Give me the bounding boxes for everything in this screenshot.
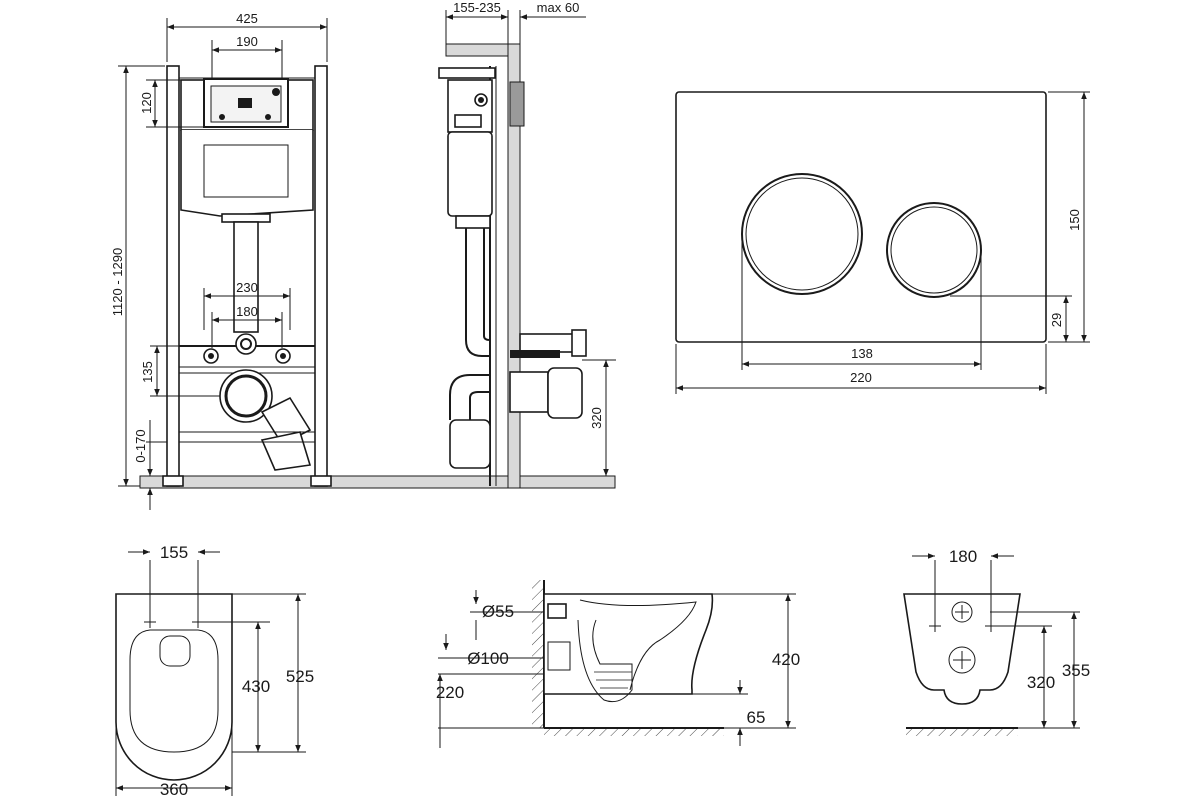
- dim-toilet-bolt-front: 430: [242, 677, 270, 696]
- toilet-trap: [577, 619, 633, 703]
- back-inlet: [951, 601, 973, 623]
- dim-button-plate: 190: [236, 34, 258, 49]
- water-inlet: [547, 603, 567, 619]
- dim-floor-adjust: 0-170: [133, 429, 148, 462]
- dim-outlet-height: 220: [436, 683, 464, 702]
- drain-connector: [547, 367, 583, 419]
- dim-drain-level: 320: [589, 407, 604, 429]
- toilet-top-view: 155 430 525 360: [115, 543, 314, 799]
- toilet-side-body: [543, 593, 714, 695]
- toilet-bowl-outline: [115, 593, 233, 781]
- drain-bend: [449, 419, 491, 469]
- dim-drain-height: 135: [140, 361, 155, 383]
- dim-max-wall: max 60: [537, 0, 580, 15]
- flush-plate: [675, 91, 1047, 343]
- wall-hatch: [532, 580, 544, 728]
- dim-button-offset: 29: [1049, 313, 1064, 327]
- frame-front-view: 425 190 1120 - 1290 120 230 180 135 0-17…: [110, 11, 616, 510]
- dim-back-total-height: 355: [1062, 661, 1090, 680]
- frame-side-view: 155-235 max 60 320: [438, 0, 616, 489]
- dim-outlet-diameter: Ø100: [467, 649, 509, 668]
- dim-toilet-bottom: 65: [747, 708, 766, 727]
- dim-toilet-height: 420: [772, 650, 800, 669]
- toilet-side-view: Ø55 Ø100 220 420 65: [436, 580, 800, 748]
- toilet-bowl-inner: [129, 629, 219, 753]
- dim-toilet-length: 525: [286, 667, 314, 686]
- dim-back-bolt-height: 320: [1027, 673, 1055, 692]
- flush-outlet: [235, 333, 257, 355]
- cistern-body: [180, 130, 314, 217]
- dim-plate-height: 150: [1067, 209, 1082, 231]
- dim-pipe-outer: 230: [236, 280, 258, 295]
- dim-toilet-width: 360: [160, 780, 188, 799]
- flush-button-large: [741, 173, 863, 295]
- back-outlet: [948, 646, 976, 674]
- dim-toilet-bolt-spacing: 155: [160, 543, 188, 562]
- cistern-side: [447, 131, 493, 217]
- dim-pipe-inner: 180: [236, 304, 258, 319]
- dim-top-panel: 120: [139, 92, 154, 114]
- dim-frame-height: 1120 - 1290: [110, 248, 125, 316]
- flush-pipe: [233, 221, 259, 333]
- floor-slab: [139, 475, 616, 489]
- dim-frame-depth: 155-235: [453, 0, 501, 15]
- dim-inlet-diameter: Ø55: [482, 602, 514, 621]
- waste-outlet: [547, 641, 571, 671]
- dim-back-bolt-spacing: 180: [949, 547, 977, 566]
- flush-plate-view: 150 29 138 220: [675, 91, 1090, 394]
- dim-frame-width: 425: [236, 11, 258, 26]
- dim-buttons-span: 138: [851, 346, 873, 361]
- flush-button-small: [886, 202, 982, 298]
- frame-right-post: [314, 65, 328, 487]
- dim-plate-width: 220: [850, 370, 872, 385]
- frame-left-post: [166, 65, 180, 487]
- toilet-back-view: 180 320 355: [903, 547, 1090, 736]
